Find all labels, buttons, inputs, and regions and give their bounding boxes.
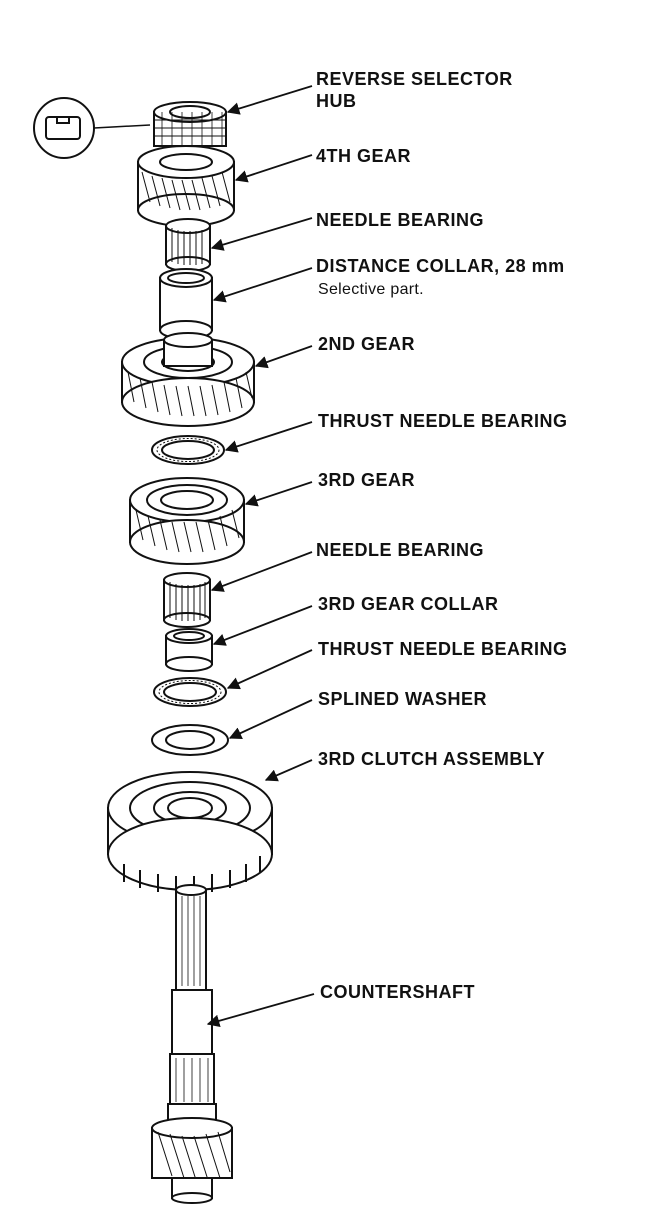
- label-3rd-gear: 3RD GEAR: [318, 470, 416, 490]
- label-3rd-gear-collar: 3RD GEAR COLLAR: [318, 594, 499, 614]
- needle-bearing-2-part: [163, 572, 211, 628]
- label-reverse-selector-hub-line2: HUB: [316, 91, 357, 111]
- distance-collar-part: [159, 268, 213, 340]
- label-distance-collar: DISTANCE COLLAR, 28 mm: [316, 256, 565, 276]
- third-clutch-assembly-part: [107, 771, 273, 894]
- thrust-needle-bearing-1-part: [151, 435, 225, 465]
- thrust-needle-bearing-2-part: [153, 677, 227, 707]
- label-needle-bearing-2: NEEDLE BEARING: [316, 540, 485, 560]
- label-splined-washer: SPLINED WASHER: [318, 689, 488, 709]
- third-gear-part: [129, 477, 245, 565]
- label-3rd-clutch-assembly: 3RD CLUTCH ASSEMBLY: [318, 749, 546, 769]
- fourth-gear-part: [137, 145, 235, 227]
- label-2nd-gear: 2ND GEAR: [318, 334, 416, 354]
- splined-washer-part: [151, 724, 229, 756]
- label-4th-gear: 4TH GEAR: [316, 146, 412, 166]
- reverse-selector-hub-part: [153, 101, 227, 147]
- hub-detail-inset: [33, 97, 151, 159]
- label-thrust-needle-bearing-1: THRUST NEEDLE BEARING: [318, 411, 568, 431]
- third-gear-collar-part: [165, 628, 213, 672]
- label-countershaft: COUNTERSHAFT: [320, 982, 475, 1002]
- label-reverse-selector-hub-line1: REVERSE SELECTOR: [316, 69, 513, 89]
- countershaft-part: [151, 884, 233, 1204]
- label-needle-bearing-1: NEEDLE BEARING: [316, 210, 485, 230]
- needle-bearing-1-part: [165, 218, 211, 272]
- second-gear-part: [121, 332, 255, 427]
- label-reverse-selector-hub: REVERSE SELECTOR HUB: [316, 68, 513, 112]
- label-distance-collar-note: Selective part.: [318, 281, 424, 298]
- leader-arrows: [206, 85, 315, 1027]
- label-thrust-needle-bearing-2: THRUST NEEDLE BEARING: [318, 639, 568, 659]
